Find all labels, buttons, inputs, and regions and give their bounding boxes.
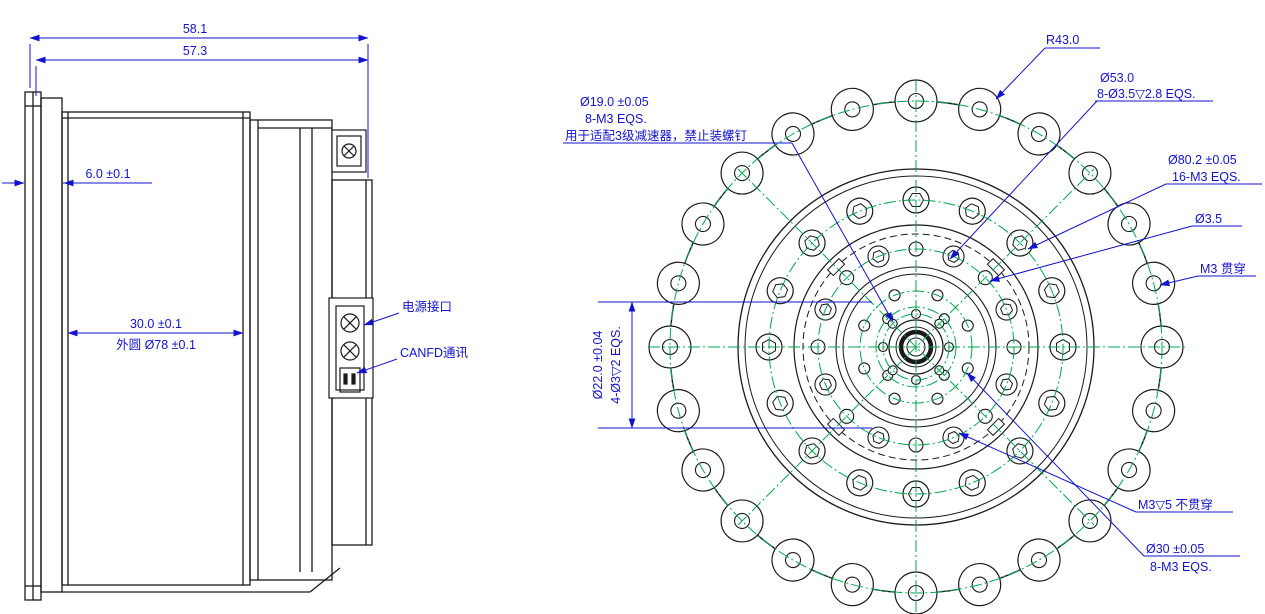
dim-58-1: 58.1 (183, 22, 207, 36)
front-view-dimensions: R43.0 Ø53.0 8-Ø3.5▽2.8 EQS. Ø19.0 ±0.05 … (563, 33, 1262, 574)
dim-6-0: 6.0 ±0.1 (85, 167, 130, 181)
canfd-connector-icon (339, 367, 361, 393)
label-canfd: CANFD通讯 (400, 346, 469, 360)
side-view-dimensions: 58.1 57.3 6.0 ±0.1 30.0 ±0.1 外圆 Ø78 ±0.1… (2, 22, 469, 374)
power-socket2-icon (340, 341, 360, 361)
centerlines (648, 80, 1186, 612)
dim-r43: R43.0 (1046, 33, 1079, 47)
front-view: R43.0 Ø53.0 8-Ø3.5▽2.8 EQS. Ø19.0 ±0.05 … (563, 33, 1262, 614)
side-view: 58.1 57.3 6.0 ±0.1 30.0 ±0.1 外圆 Ø78 ±0.1… (2, 22, 469, 601)
dim-d53-2: 8-Ø3.5▽2.8 EQS. (1097, 87, 1196, 101)
dim-m3-blind: M3▽5 不贯穿 (1138, 497, 1213, 512)
dim-d30-1: Ø30 ±0.05 (1146, 542, 1204, 556)
label-power-interface: 电源接口 (402, 299, 452, 314)
top-connector-detail (331, 129, 367, 173)
dim-outer-dia: 外圆 Ø78 ±0.1 (116, 338, 196, 352)
connector-panel (328, 297, 374, 399)
dim-30-0: 30.0 ±0.1 (130, 317, 182, 331)
dim-d19-2: 8-M3 EQS. (585, 112, 647, 126)
dim-d22-2: 4-Ø3▽2 EQS. (609, 326, 623, 404)
dim-57-3: 57.3 (183, 44, 207, 58)
dim-d19-3: 用于适配3级减速器，禁止装螺钉 (565, 129, 747, 143)
power-socket-icon (340, 313, 360, 333)
dim-d22-1: Ø22.0 ±0.04 (591, 331, 605, 400)
dim-d53-1: Ø53.0 (1100, 71, 1134, 85)
dim-d30-2: 8-M3 EQS. (1150, 560, 1212, 574)
housing-outline (24, 91, 373, 601)
dim-d80-2: 16-M3 EQS. (1172, 170, 1241, 184)
dim-d19-1: Ø19.0 ±0.05 (580, 95, 649, 109)
dim-d35: Ø3.5 (1195, 212, 1222, 226)
dim-m3-through: M3 贯穿 (1200, 261, 1246, 276)
dim-d80-1: Ø80.2 ±0.05 (1168, 153, 1237, 167)
